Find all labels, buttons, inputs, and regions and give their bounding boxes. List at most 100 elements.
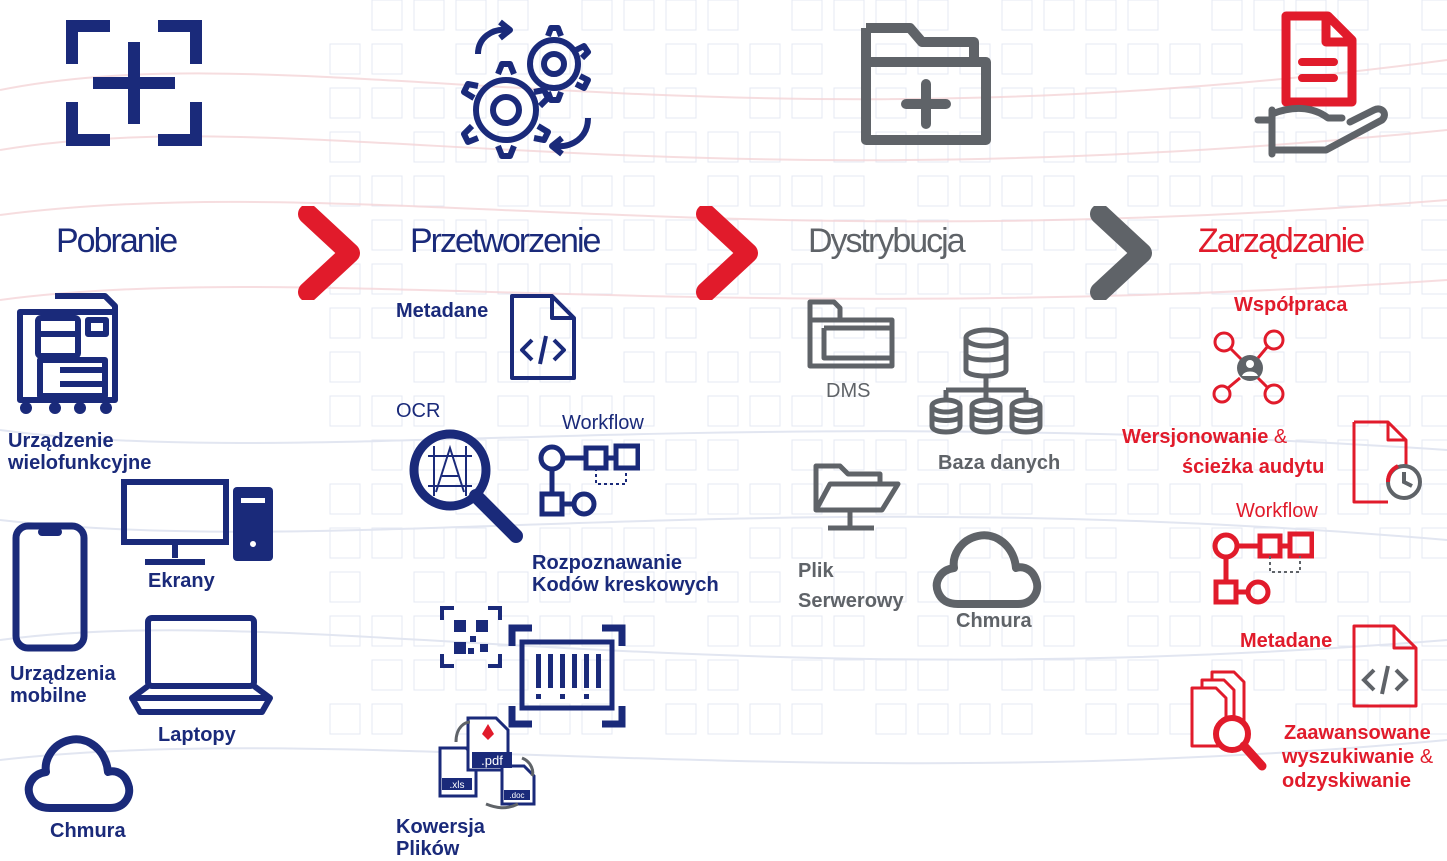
grid-cell [1295, 703, 1327, 735]
grid-cell [413, 659, 445, 691]
grid-cell [455, 219, 487, 251]
grid-cell [1253, 615, 1285, 647]
grid-cell [1295, 351, 1327, 383]
grid-cell [1253, 659, 1285, 691]
workflow-icon [538, 443, 640, 517]
grid-cell [1295, 659, 1327, 691]
grid-cell [1169, 307, 1201, 339]
grid-cell [875, 439, 907, 471]
grid-cell [1421, 263, 1447, 295]
grid-cell [707, 439, 739, 471]
grid-cell [1379, 307, 1411, 339]
grid-cell [833, 571, 865, 603]
grid-cell [1001, 615, 1033, 647]
grid-cell [749, 483, 781, 515]
grid-cell [1169, 43, 1201, 75]
grid-cell [1337, 571, 1369, 603]
grid-cell [1295, 263, 1327, 295]
grid-cell [1127, 351, 1159, 383]
grid-cell [1295, 571, 1327, 603]
grid-cell [1337, 0, 1369, 31]
grid-cell [497, 219, 529, 251]
stage-title-distribution: Dystrybucja [808, 222, 966, 260]
grid-cell [413, 175, 445, 207]
grid-cell [371, 43, 403, 75]
grid-cell [1001, 703, 1033, 735]
stage-title-processing: Przetworzenie [410, 222, 601, 260]
grid-cell [665, 351, 697, 383]
grid-cell [371, 659, 403, 691]
grid-cell [413, 395, 445, 427]
grid-cell [371, 395, 403, 427]
grid-cell [1211, 175, 1243, 207]
grid-cell [749, 175, 781, 207]
grid-cell [623, 527, 655, 559]
grid-cell [329, 703, 361, 735]
grid-cell [1085, 87, 1117, 119]
grid-cell [371, 0, 403, 31]
label-file-server: Plik Serwerowy [798, 560, 904, 612]
label-dms: DMS [826, 380, 871, 402]
grid-cell [1295, 219, 1327, 251]
grid-cell [623, 87, 655, 119]
doc-tag: .doc [509, 791, 524, 800]
grid-cell [1295, 439, 1327, 471]
documents-search-icon [1190, 670, 1267, 771]
chevron-right-icon [298, 206, 360, 300]
label-conversion: Kowersja Plików [396, 816, 485, 860]
grid-cell [1043, 0, 1075, 31]
grid-cell [329, 175, 361, 207]
grid-cell [1169, 87, 1201, 119]
grid-cell [833, 439, 865, 471]
grid-cell [371, 483, 403, 515]
grid-cell [1253, 395, 1285, 427]
grid-cell [1085, 659, 1117, 691]
grid-cell [539, 527, 571, 559]
grid-cell [1127, 571, 1159, 603]
grid-cell [1295, 307, 1327, 339]
monitor-icon [121, 479, 229, 565]
label-search-2: wyszukiwanie & [1282, 746, 1434, 768]
grid-cell [623, 307, 655, 339]
grid-cell [1043, 439, 1075, 471]
grid-cell [665, 43, 697, 75]
grid-cell [413, 307, 445, 339]
grid-cell [1169, 131, 1201, 163]
grid-cell [1421, 527, 1447, 559]
grid-cell [707, 703, 739, 735]
grid-cell [707, 175, 739, 207]
grid-cell [1001, 483, 1033, 515]
grid-cell [1169, 395, 1201, 427]
grid-cell [665, 131, 697, 163]
grid-cell [1211, 263, 1243, 295]
grid-cell [1085, 703, 1117, 735]
grid-cell [875, 219, 907, 251]
grid-cell [539, 307, 571, 339]
qr-code-icon [440, 606, 502, 668]
grid-cell [1421, 307, 1447, 339]
grid-cell [1043, 175, 1075, 207]
grid-cell [875, 527, 907, 559]
label-versioning: Wersjonowanie & [1122, 426, 1288, 448]
grid-cell [959, 131, 991, 163]
barcode-icon [508, 624, 626, 728]
grid-cell [791, 263, 823, 295]
grid-cell [1169, 615, 1201, 647]
grid-cell [581, 87, 613, 119]
label-database: Baza danych [938, 452, 1061, 474]
grid-cell [497, 659, 529, 691]
grid-cell [707, 43, 739, 75]
grid-cell [1085, 43, 1117, 75]
grid-cell [833, 307, 865, 339]
grid-cell [1421, 703, 1447, 735]
grid-cell [1379, 43, 1411, 75]
label-workflow-management: Workflow [1236, 500, 1318, 522]
grid-cell [1337, 219, 1369, 251]
grid-cell [1127, 483, 1159, 515]
xls-tag: .xls [450, 780, 465, 791]
grid-cell [1211, 439, 1243, 471]
grid-cell [1127, 0, 1159, 31]
grid-cell [1337, 351, 1369, 383]
grid-cell [1001, 0, 1033, 31]
grid-cell [1211, 43, 1243, 75]
